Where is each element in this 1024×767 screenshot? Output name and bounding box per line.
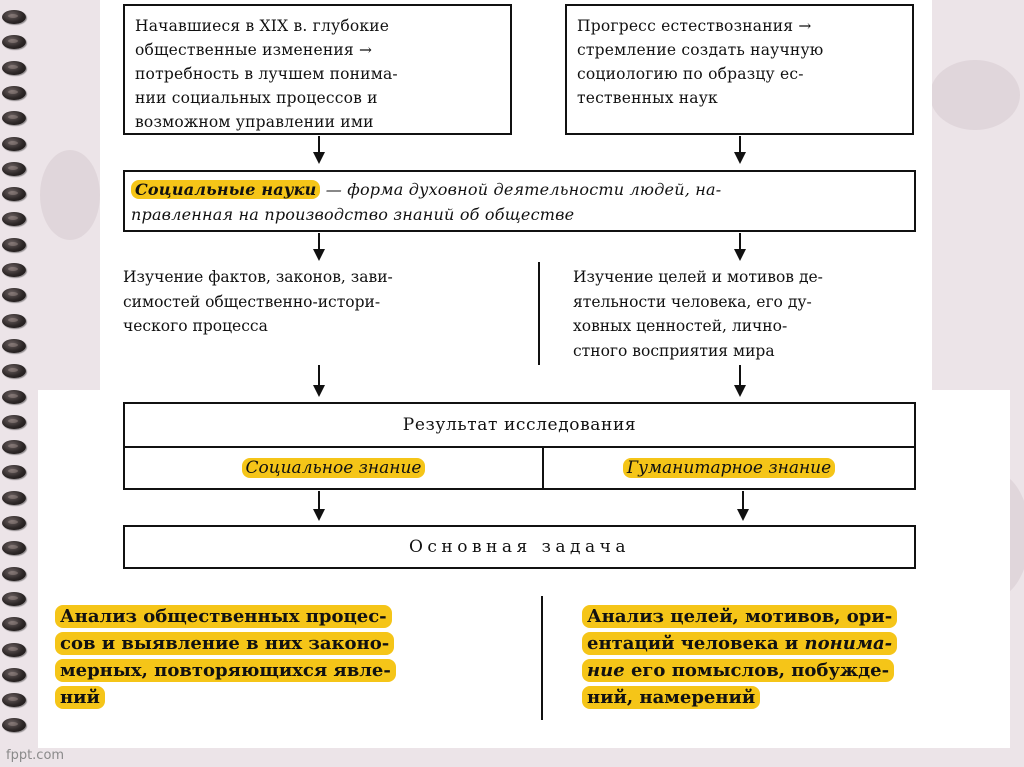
bottom-right-line: ние его помыслов, побужде- <box>582 657 990 684</box>
spiral-ring-icon <box>2 617 26 631</box>
spiral-ring-icon <box>2 238 26 252</box>
bottom-left-line-text: Анализ общественных процес- <box>55 605 392 628</box>
down-arrow-icon <box>318 491 320 519</box>
spiral-ring-icon <box>2 339 26 353</box>
bottom-left-line-text: сов и выявление в них законо- <box>55 632 394 655</box>
top-right-line: тественных наук <box>577 86 902 110</box>
spiral-ring-icon <box>2 390 26 404</box>
bottom-right-line-text: ний, намерений <box>582 686 760 709</box>
down-arrow-icon <box>739 365 741 395</box>
right-study-line: стного восприятия мира <box>573 339 916 364</box>
spiral-ring-icon <box>2 10 26 24</box>
bottom-left-text: Анализ общественных процес- сов и выявле… <box>55 603 505 711</box>
spiral-ring-icon <box>2 465 26 479</box>
top-right-line: социологию по образцу ес- <box>577 62 902 86</box>
bottom-right-segment: ентаций человека и <box>587 633 805 654</box>
spiral-ring-icon <box>2 491 26 505</box>
bottom-right-text: Анализ целей, мотивов, ори- ентаций чело… <box>582 603 990 711</box>
down-arrow-icon <box>318 233 320 259</box>
spiral-ring-icon <box>2 592 26 606</box>
definition-line-1: Социальные науки — форма духовной деятел… <box>131 177 908 202</box>
footer-watermark: fppt.com <box>6 748 64 763</box>
top-right-box: Прогресс естествознания → стремление соз… <box>565 4 914 135</box>
decorative-blot <box>40 150 100 240</box>
result-left-cell: Социальное знание <box>125 448 542 488</box>
spiral-ring-icon <box>2 516 26 530</box>
decorative-blot <box>930 60 1020 130</box>
down-arrow-icon <box>318 136 320 162</box>
top-left-line: нии социальных процессов и <box>135 86 500 110</box>
top-left-line: потребность в лучшем понима- <box>135 62 500 86</box>
spiral-ring-icon <box>2 288 26 302</box>
spiral-ring-icon <box>2 263 26 277</box>
bottom-left-line-text: ний <box>55 686 105 709</box>
left-study-line: ческого процесса <box>123 314 508 339</box>
down-arrow-icon <box>318 365 320 395</box>
top-right-line: стремление создать научную <box>577 38 902 62</box>
down-arrow-icon <box>739 136 741 162</box>
definition-rest: — форма духовной деятельности людей, на- <box>320 180 721 199</box>
spiral-ring-icon <box>2 61 26 75</box>
bottom-right-line-text: Анализ целей, мотивов, ори- <box>582 605 897 628</box>
down-arrow-icon <box>739 233 741 259</box>
spiral-ring-icon <box>2 668 26 682</box>
spiral-ring-icon <box>2 137 26 151</box>
definition-term: Социальные науки <box>131 180 320 199</box>
social-knowledge-label: Социальное знание <box>242 458 426 478</box>
bottom-right-line: ний, намерений <box>582 684 990 711</box>
spiral-ring-icon <box>2 415 26 429</box>
right-study-line: ятельности человека, его ду- <box>573 290 916 315</box>
right-study-line: Изучение целей и мотивов де- <box>573 265 916 290</box>
left-study-text: Изучение фактов, законов, зави- симостей… <box>123 265 508 339</box>
result-table: Результат исследования Социальное знание… <box>123 402 916 490</box>
spiral-ring-icon <box>2 162 26 176</box>
right-study-line: ховных ценностей, лично- <box>573 314 916 339</box>
spiral-ring-icon <box>2 86 26 100</box>
bottom-right-italic-segment: ние <box>587 660 625 681</box>
main-task-box: Основная задача <box>123 525 916 569</box>
bottom-right-line: Анализ целей, мотивов, ори- <box>582 603 990 630</box>
definition-line-2: правленная на производство знаний об общ… <box>131 202 908 227</box>
bottom-left-line: ний <box>55 684 505 711</box>
bottom-right-line-text: ние его помыслов, побужде- <box>582 659 894 682</box>
spiral-ring-icon <box>2 364 26 378</box>
spiral-binding-icon <box>2 0 38 767</box>
bottom-right-segment: его помыслов, побужде- <box>625 660 889 681</box>
bottom-right-line: ентаций человека и понима- <box>582 630 990 657</box>
top-left-line: Начавшиеся в XIX в. глубокие <box>135 14 500 38</box>
bottom-left-line: сов и выявление в них законо- <box>55 630 505 657</box>
spiral-ring-icon <box>2 718 26 732</box>
top-left-box: Начавшиеся в XIX в. глубокие общественны… <box>123 4 512 135</box>
bottom-column-divider <box>541 596 543 720</box>
left-study-line: симостей общественно-истори- <box>123 290 508 315</box>
result-right-cell: Гуманитарное знание <box>544 448 914 488</box>
left-study-line: Изучение фактов, законов, зави- <box>123 265 508 290</box>
spiral-ring-icon <box>2 440 26 454</box>
result-header: Результат исследования <box>125 404 914 448</box>
definition-box: Социальные науки — форма духовной деятел… <box>123 170 916 232</box>
spiral-ring-icon <box>2 111 26 125</box>
bottom-left-line-text: мерных, повторяющихся явле- <box>55 659 396 682</box>
spiral-ring-icon <box>2 187 26 201</box>
spiral-ring-icon <box>2 541 26 555</box>
top-left-line: общественные изменения → <box>135 38 500 62</box>
bottom-right-italic-segment: понима- <box>805 633 893 654</box>
spiral-ring-icon <box>2 693 26 707</box>
spiral-ring-icon <box>2 212 26 226</box>
down-arrow-icon <box>742 491 744 519</box>
spiral-ring-icon <box>2 35 26 49</box>
bottom-left-line: мерных, повторяющихся явле- <box>55 657 505 684</box>
top-left-line: возможном управлении ими <box>135 110 500 134</box>
spiral-ring-icon <box>2 643 26 657</box>
spiral-ring-icon <box>2 567 26 581</box>
right-study-text: Изучение целей и мотивов де- ятельности … <box>573 265 916 363</box>
bottom-right-line-text: ентаций человека и понима- <box>582 632 897 655</box>
spiral-ring-icon <box>2 314 26 328</box>
top-right-line: Прогресс естествознания → <box>577 14 902 38</box>
column-divider <box>538 262 540 365</box>
bottom-left-line: Анализ общественных процес- <box>55 603 505 630</box>
main-task-label: Основная задача <box>409 537 630 557</box>
humanitarian-knowledge-label: Гуманитарное знание <box>623 458 835 478</box>
